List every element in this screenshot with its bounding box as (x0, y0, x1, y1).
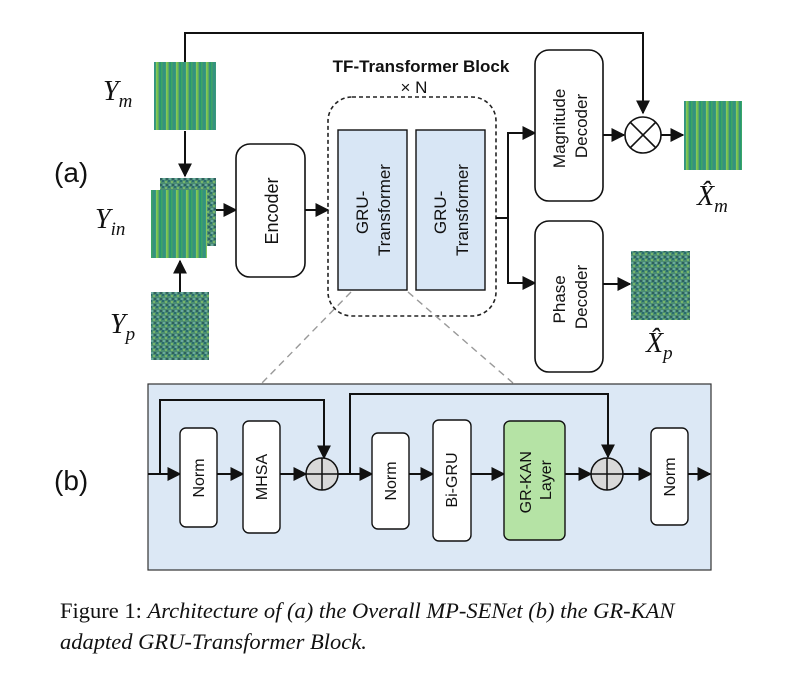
label-b: (b) (54, 465, 88, 496)
xp-noise (631, 251, 690, 320)
yp-label: Yp (110, 309, 135, 345)
yin-label: Yin (95, 204, 125, 240)
add-icon-1 (305, 457, 339, 491)
caption-text: Architecture of (a) the Overall MP-SENet… (60, 598, 675, 654)
multiply-icon (624, 116, 662, 154)
ym-label: Ym (103, 76, 132, 112)
gr-kan-layer-label: GR-KAN Layer (518, 447, 555, 514)
label-a: (a) (54, 157, 88, 188)
gru-transformer-1 (337, 129, 408, 291)
norm-block-1 (179, 427, 218, 528)
norm-block-3 (650, 427, 689, 526)
gru-transformer-2-label: GRU- Transformer (431, 164, 472, 256)
phase-decoder-label: Phase Decoder (550, 265, 591, 330)
gru-transformer-1-label: GRU- Transformer (353, 164, 394, 256)
tf-block-repeat: × N (401, 78, 428, 97)
encoder-label: Encoder (262, 177, 282, 244)
xm-label: X̂m (696, 181, 728, 217)
yp-noise (151, 292, 209, 360)
gru-transformer-2 (415, 129, 486, 291)
add-icon-2 (590, 457, 624, 491)
tf-transformer-block (327, 96, 497, 317)
xp-label: X̂p (645, 328, 673, 364)
xm-spectrogram (684, 101, 742, 170)
norm-1-label: Norm (191, 458, 208, 497)
magnitude-decoder-label: Magnitude Decoder (550, 84, 591, 168)
norm-3-label: Norm (662, 457, 679, 496)
magnitude-decoder-block (534, 49, 604, 202)
bi-gru-block (432, 419, 472, 542)
tf-block-title: TF-Transformer Block (333, 57, 510, 76)
norm-block-2 (371, 432, 410, 530)
gr-kan-layer-block (503, 420, 566, 541)
figure-caption: Figure 1: Architecture of (a) the Overal… (60, 595, 750, 657)
bi-gru-label: Bi-GRU (444, 452, 461, 507)
phase-decoder-block (534, 220, 604, 373)
mhsa-block (242, 420, 281, 534)
caption-prefix: Figure 1: (60, 598, 148, 623)
norm-2-label: Norm (383, 461, 400, 500)
yin-spectrogram-front (151, 190, 207, 258)
ym-spectrogram (154, 62, 216, 130)
mhsa-label: MHSA (254, 454, 271, 501)
gru-transformer-detail-panel (147, 383, 712, 571)
